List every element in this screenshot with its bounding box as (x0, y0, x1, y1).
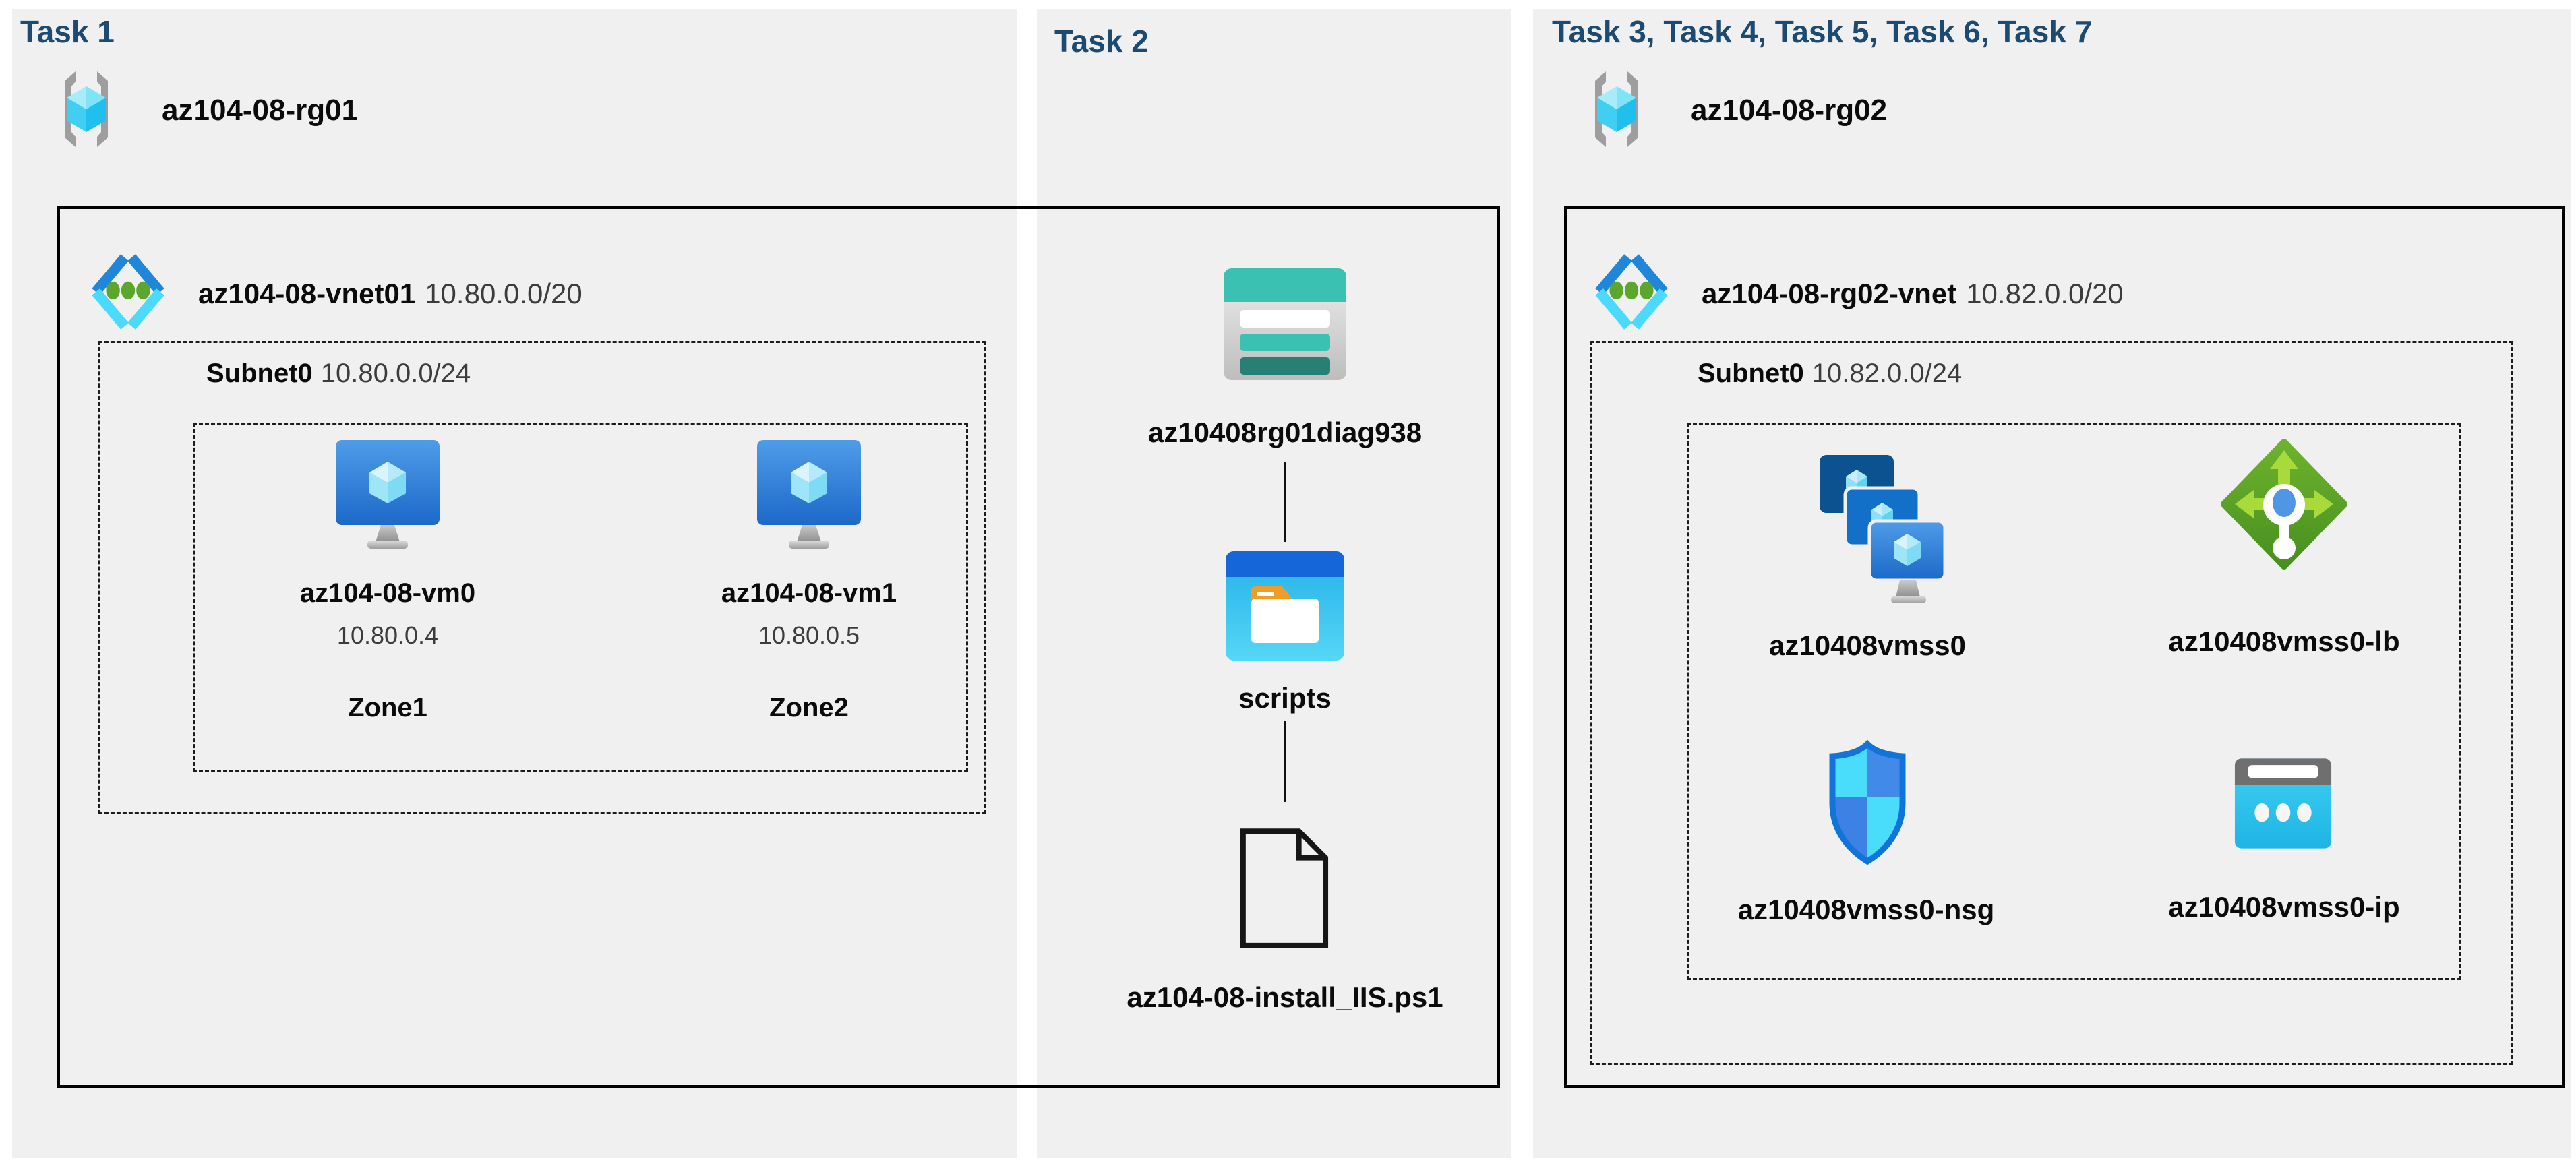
task1-panel (12, 9, 1017, 1158)
resource-group-icon (51, 70, 121, 148)
task3-panel (1533, 9, 2571, 1158)
storage-account-icon (1224, 268, 1346, 380)
subnet2-box (1590, 341, 2513, 1065)
resource-group-icon (1582, 70, 1652, 148)
virtual-machine-icon (755, 438, 863, 553)
public-ip-label: az10408vmss0-ip (2168, 891, 2400, 923)
vnet2-label: az104-08-rg02-vnet 10.82.0.0/20 (1702, 276, 2124, 311)
nsg-label: az10408vmss0-nsg (1737, 894, 1995, 925)
vmss-group-box (1687, 423, 2461, 980)
task2-title: Task 2 (1054, 24, 1149, 59)
task1-title: Task 1 (20, 14, 115, 49)
file-document-icon (1238, 826, 1331, 950)
vm1-name: az104-08-vm1 (721, 578, 897, 608)
scripts-container-label: scripts (1238, 682, 1331, 714)
vm0-name: az104-08-vm0 (299, 578, 476, 608)
subnet1-cidr: 10.80.0.0/24 (320, 359, 471, 388)
vnet2-boundary-box (1564, 206, 2565, 1088)
vnet2-name: az104-08-rg02-vnet (1702, 278, 1957, 309)
blob-container-icon (1226, 551, 1344, 661)
public-ip-icon (2234, 757, 2333, 850)
vm0-zone: Zone1 (348, 693, 427, 723)
subnet1-box (98, 341, 986, 814)
network-security-group-icon (1823, 739, 1912, 867)
load-balancer-icon (2220, 438, 2348, 570)
vnet1-label: az104-08-vnet01 10.80.0.0/20 (198, 276, 582, 311)
virtual-machine-icon (334, 438, 442, 553)
vm0-ip: 10.80.0.4 (336, 621, 439, 649)
subnet2-cidr: 10.82.0.0/24 (1811, 359, 1963, 388)
connector-line (1284, 462, 1286, 542)
vnet1-name: az104-08-vnet01 (198, 278, 416, 309)
vm1-zone: Zone2 (769, 693, 849, 723)
vm-group-box (193, 423, 968, 772)
vnet2-cidr: 10.82.0.0/20 (1966, 278, 2124, 309)
vm1-ip: 10.80.0.5 (758, 621, 860, 649)
load-balancer-label: az10408vmss0-lb (2168, 625, 2400, 657)
virtual-network-icon (88, 253, 169, 330)
storage-account-label: az10408rg01diag938 (1147, 417, 1422, 448)
script-file-label: az104-08-install_IIS.ps1 (1127, 981, 1443, 1013)
subnet2-name: Subnet0 (1698, 359, 1804, 388)
connector-line (1284, 721, 1286, 802)
task3-title: Task 3, Task 4, Task 5, Task 6, Task 7 (1552, 14, 2093, 49)
vnet1-cidr: 10.80.0.0/20 (425, 278, 582, 309)
vmss-label: az10408vmss0 (1769, 630, 1966, 661)
vm-scale-set-icon (1818, 452, 1946, 611)
subnet1-name: Subnet0 (206, 359, 313, 388)
virtual-network-icon (1591, 253, 1672, 330)
resource-group-1-label: az104-08-rg01 (162, 94, 359, 127)
resource-group-2-label: az104-08-rg02 (1691, 94, 1888, 127)
vnet1-boundary-box (57, 206, 1500, 1088)
